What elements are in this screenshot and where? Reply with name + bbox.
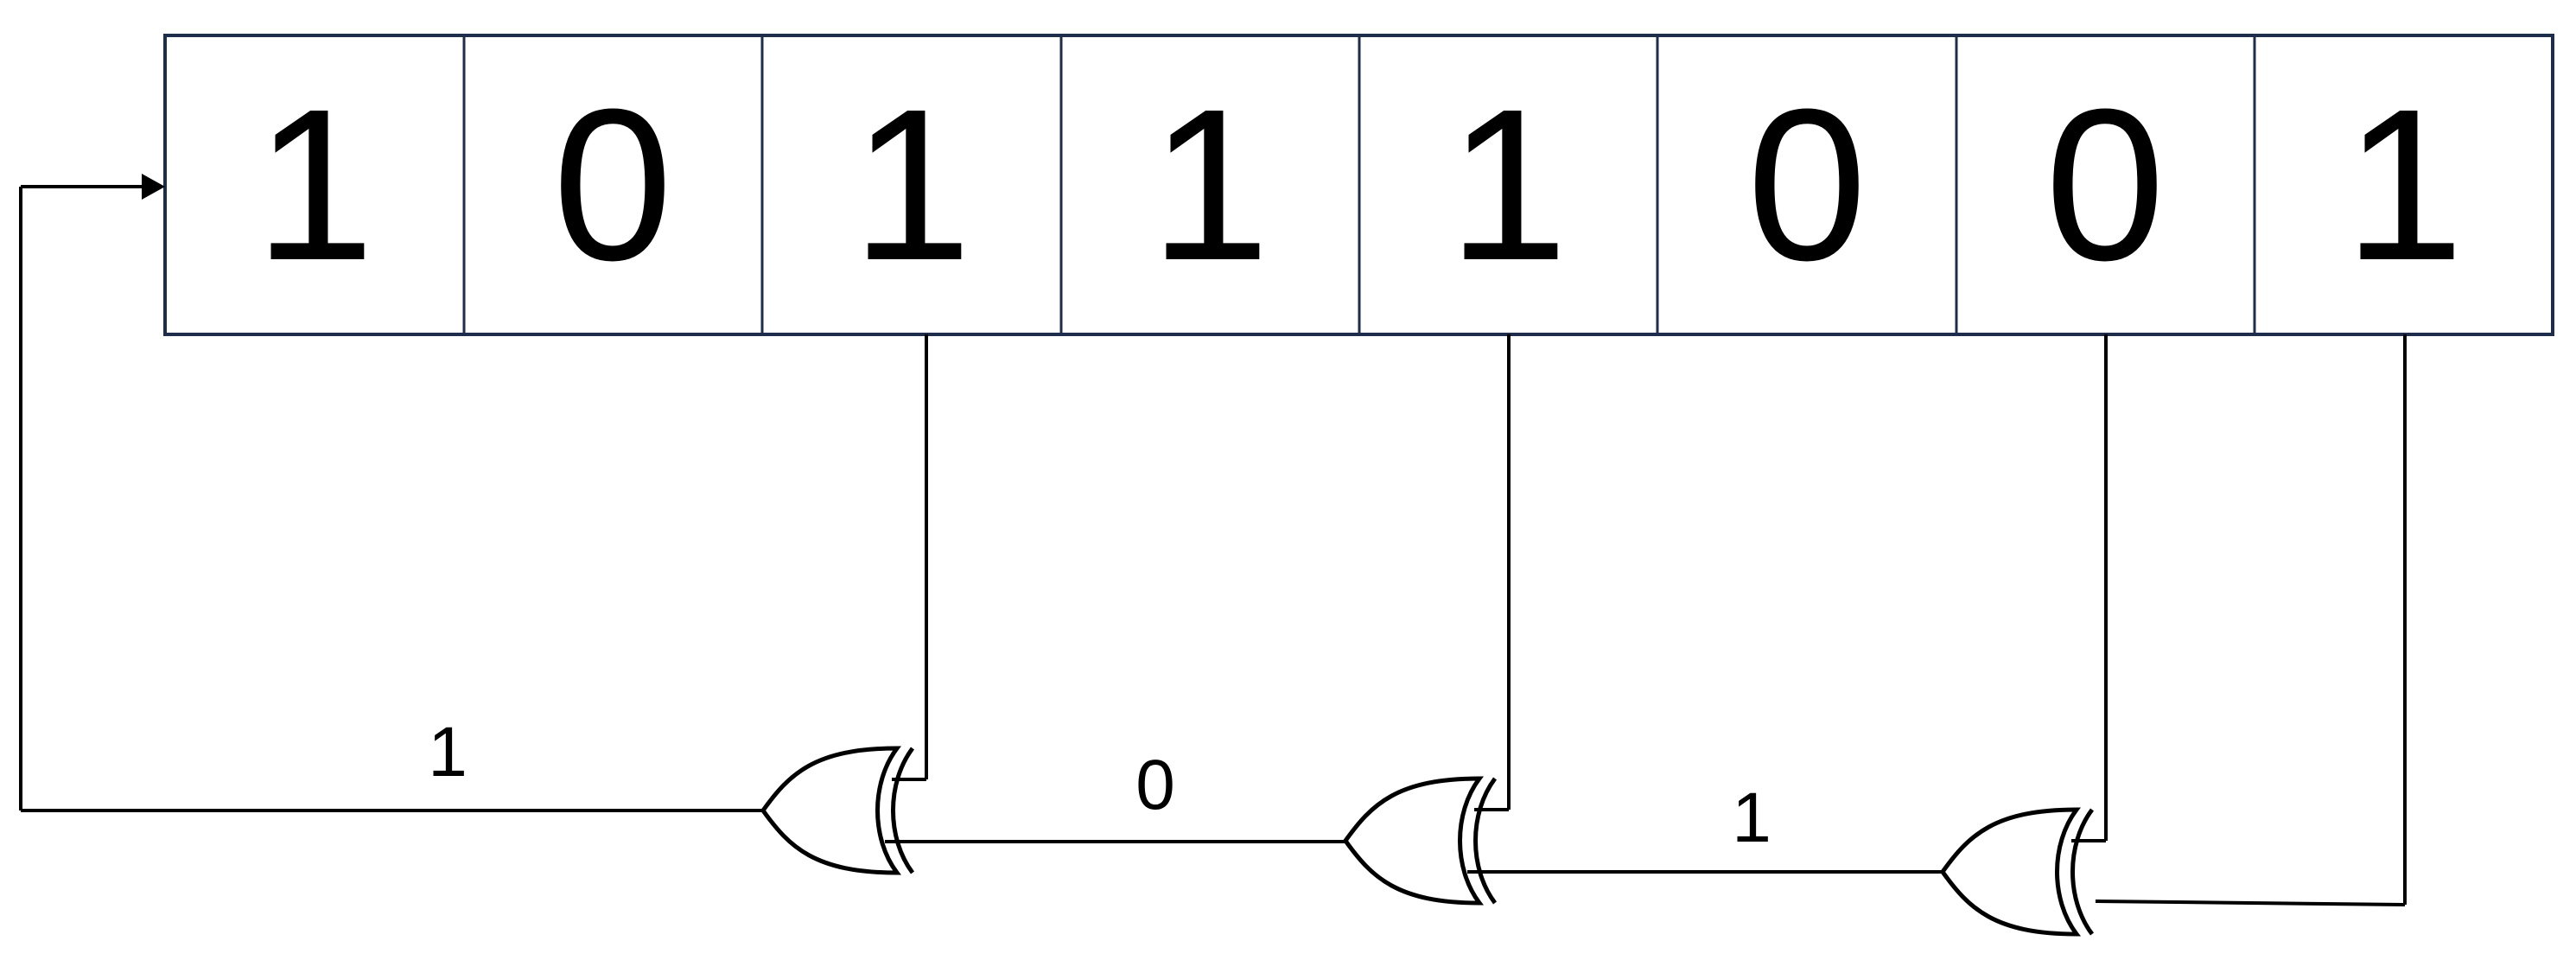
register-bit-7: 0	[2045, 64, 2165, 305]
xor-gate-body	[760, 746, 901, 875]
feedback-path	[19, 174, 763, 812]
register-bit-1: 1	[254, 64, 374, 305]
gate-2-output-label: 0	[1135, 746, 1175, 824]
xor-gate-input-curve	[1473, 777, 1498, 905]
register-bit-2: 0	[552, 64, 672, 305]
feedback-arrow-icon	[142, 174, 165, 200]
shift-register: 1 0 1 1 1 0 0 1	[163, 34, 2554, 336]
xor-gate-input-curve	[2070, 808, 2095, 936]
gate-3-output-label: 1	[1732, 779, 1771, 857]
register-bit-8: 1	[2344, 64, 2464, 305]
register-bit-6: 0	[1746, 64, 1867, 305]
xor-gate-input-curve	[891, 747, 915, 874]
chain-wires	[885, 840, 1943, 874]
xor-gate-3	[1939, 807, 2095, 937]
register-bit-4: 1	[1149, 64, 1269, 305]
gate-3-input-bit-8	[2095, 900, 2406, 906]
xor-gate-body	[1342, 776, 1484, 906]
xor-gate-2	[1342, 776, 1498, 906]
feedback-value-label: 1	[428, 713, 467, 791]
register-bit-3: 1	[851, 64, 971, 305]
xor-gate-1	[760, 746, 915, 875]
register-bit-5: 1	[1447, 64, 1568, 305]
xor-gate-body	[1939, 807, 2081, 937]
wire-labels: 1 0 1	[428, 713, 1771, 857]
tap-wires	[925, 334, 2407, 905]
